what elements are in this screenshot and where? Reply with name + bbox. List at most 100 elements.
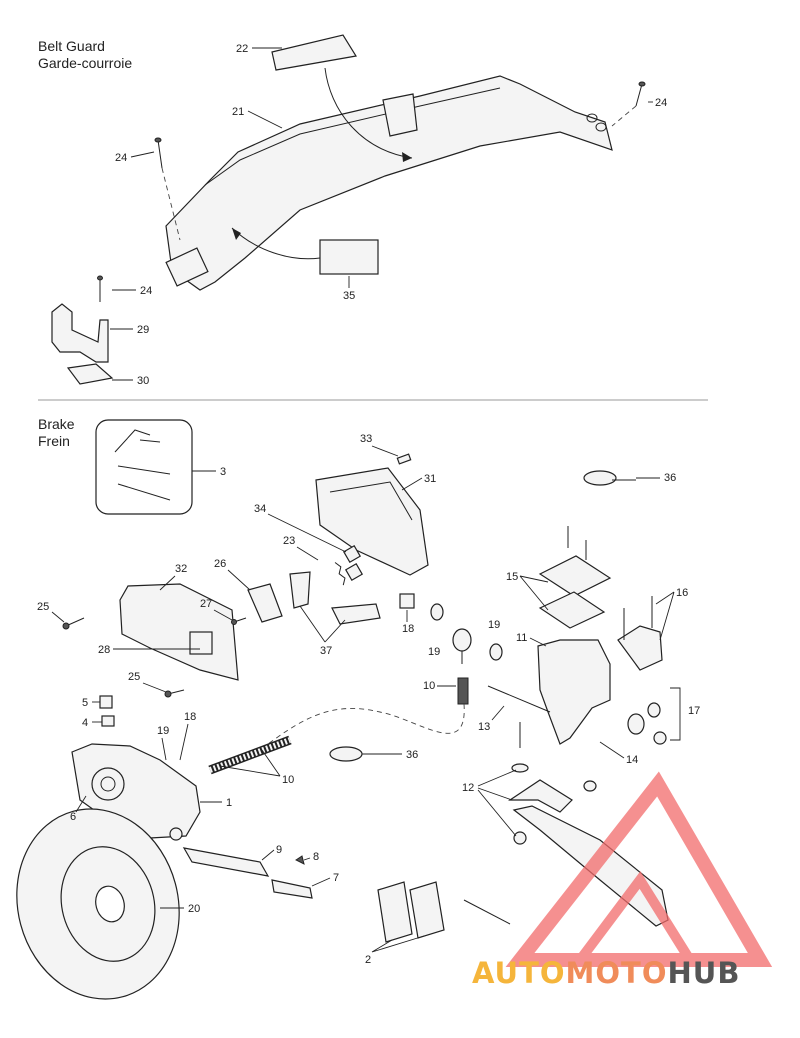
part-10-brake-hose — [208, 735, 292, 775]
callout-13: 13 — [478, 721, 490, 733]
brake-title-en: Brake — [38, 416, 75, 432]
kit-pin — [114, 429, 161, 453]
part-12-lever-pivot — [508, 779, 573, 813]
part-25-screw-lower — [164, 689, 185, 698]
caliper-piston — [91, 767, 125, 801]
part-21-belt-guard — [165, 75, 613, 291]
watermark-logo — [505, 771, 773, 967]
callout-37: 37 — [320, 645, 332, 657]
callout-29: 29 — [137, 324, 149, 336]
part-36-clamp-lower — [329, 746, 363, 762]
part-18-banjo-bolt — [399, 593, 415, 609]
guard-clip — [382, 93, 418, 137]
callout-35: 35 — [343, 290, 355, 302]
callout-20: 20 — [188, 903, 200, 915]
callout-19-left: 19 — [428, 646, 440, 658]
part-35-label — [319, 239, 379, 275]
guard-tab-hole-2 — [595, 122, 607, 132]
caliper-mount-hole — [169, 827, 183, 841]
callout-23: 23 — [283, 535, 295, 547]
part-13-push-rod — [487, 685, 551, 713]
brake-title: Brake Frein — [38, 416, 75, 450]
watermark-brand-hub: HUB — [667, 956, 741, 990]
brake-line-dashed — [259, 703, 465, 751]
part-25-screw-upper — [62, 617, 85, 630]
callout-36-lower: 36 — [406, 749, 418, 761]
belt-guard-title: Belt Guard Garde-courroie — [38, 38, 132, 72]
part-15-cap — [538, 555, 612, 597]
part-11-master-cylinder — [537, 639, 611, 745]
callout-10-top: 10 — [423, 680, 435, 692]
callout-27: 27 — [200, 598, 212, 610]
caliper-piston-inner — [100, 776, 116, 792]
part-32-cover — [119, 583, 239, 681]
callout-1: 1 — [226, 797, 232, 809]
part-10-hose-fitting — [457, 677, 469, 705]
pad-pin — [463, 899, 511, 925]
callout-17: 17 — [688, 705, 700, 717]
callout-31: 31 — [424, 473, 436, 485]
callout-10-lower: 10 — [282, 774, 294, 786]
callout-36-top: 36 — [664, 472, 676, 484]
callout-26: 26 — [214, 558, 226, 570]
watermark-brand-auto: AUTO — [472, 956, 566, 990]
kit-rods — [117, 465, 171, 501]
callout-11: 11 — [516, 632, 527, 644]
part-22-decal — [271, 34, 357, 71]
callout-12: 12 — [462, 782, 474, 794]
part-3-kit-box — [95, 419, 193, 515]
callout-9: 9 — [276, 844, 282, 856]
label-35-arrowhead — [232, 228, 241, 240]
part-2-pad-2 — [409, 881, 445, 939]
watermark-brand-text: AUTOMOTOHUB — [472, 956, 740, 990]
part-15-gasket — [538, 591, 606, 629]
guard-hinge — [165, 247, 209, 287]
lever-nut — [583, 780, 597, 792]
callout-6: 6 — [70, 811, 76, 823]
watermark-brand-moto: MOTO — [565, 956, 668, 990]
callout-5: 5 — [82, 697, 88, 709]
callout-19-caliper: 19 — [157, 725, 169, 737]
callout-3: 3 — [220, 466, 226, 478]
decal-22-arrowhead — [402, 152, 412, 162]
part-29-bracket — [51, 303, 109, 363]
callout-2: 2 — [365, 954, 371, 966]
part-17-boot — [627, 713, 645, 735]
callout-25-upper: 25 — [37, 601, 49, 613]
callout-7: 7 — [333, 872, 339, 884]
callout-21: 21 — [232, 106, 244, 118]
callout-34: 34 — [254, 503, 266, 515]
part-7-bolt — [271, 879, 313, 899]
part-37-bracket — [289, 571, 311, 609]
guard-tab-hole-1 — [586, 113, 598, 123]
part-34-insert — [342, 544, 362, 564]
callout-28: 28 — [98, 644, 110, 656]
part-24-rivet-right — [611, 81, 646, 127]
callout-30: 30 — [137, 375, 149, 387]
callout-19-right: 19 — [488, 619, 500, 631]
callout-24-lower: 24 — [140, 285, 152, 297]
belt-guard-edge — [204, 87, 501, 186]
callout-16: 16 — [676, 587, 688, 599]
callout-25-lower: 25 — [128, 671, 140, 683]
part-33-screw — [396, 453, 412, 465]
callout-18-caliper: 18 — [184, 711, 196, 723]
part-16-clamp — [617, 625, 663, 671]
callout-14: 14 — [626, 754, 638, 766]
part-37-lever — [331, 603, 381, 625]
part-34-insert-2 — [344, 562, 364, 582]
part-24-rivet-left — [154, 137, 181, 241]
part-28-decal — [189, 631, 213, 655]
callout-24-left: 24 — [115, 152, 127, 164]
brake-assembly: 33 31 36 34 23 26 32 27 25 28 37 25 18 1… — [16, 419, 700, 1000]
callout-15: 15 — [506, 571, 518, 583]
part-17-ring — [647, 702, 661, 718]
brake-title-fr: Frein — [38, 433, 70, 449]
part-31-housing — [315, 467, 429, 576]
belt-guard-assembly: 22 21 24 24 24 29 30 35 — [51, 34, 667, 387]
part-2-pad-1 — [377, 881, 413, 943]
part-36-clamp-top — [583, 470, 617, 486]
housing-inner-edge — [329, 481, 413, 521]
part-4-bleeder — [101, 715, 115, 727]
